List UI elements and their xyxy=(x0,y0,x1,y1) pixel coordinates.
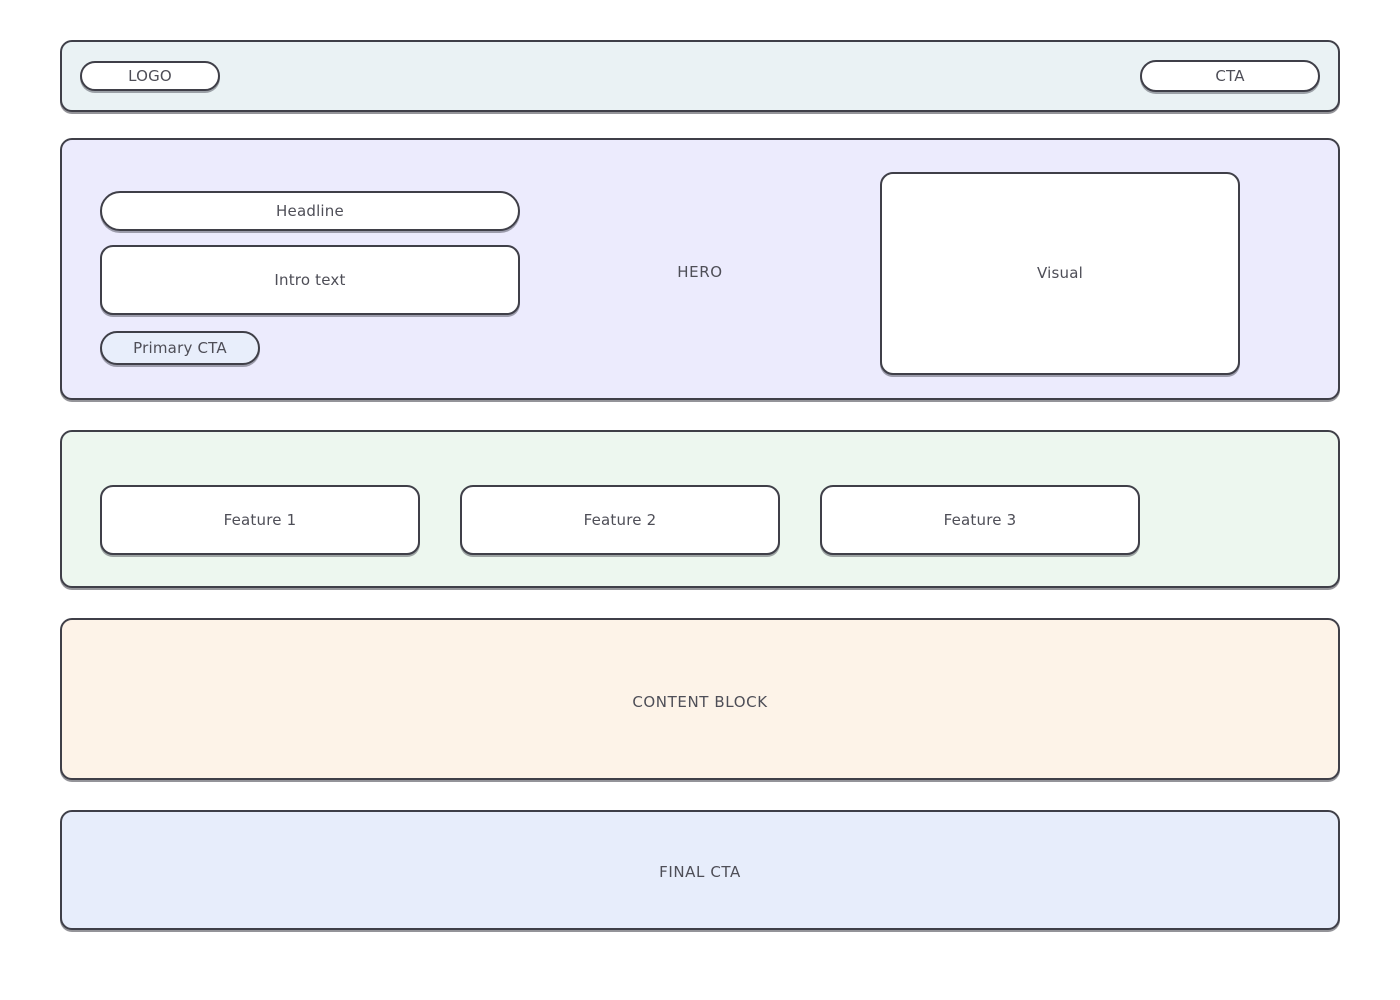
logo-label: LOGO xyxy=(128,66,172,85)
final-cta-section xyxy=(60,810,1340,930)
feature-card-3[interactable]: Feature 3 xyxy=(820,485,1140,555)
header-section xyxy=(60,40,1340,112)
hero-visual-placeholder: Visual xyxy=(880,172,1240,375)
hero-headline-label: Headline xyxy=(276,201,344,220)
final-cta-label: FINAL CTA xyxy=(659,863,741,881)
feature-card-2[interactable]: Feature 2 xyxy=(460,485,780,555)
feature-card-1-label: Feature 1 xyxy=(223,510,297,529)
content-block-section xyxy=(60,618,1340,780)
hero-intro-label: Intro text xyxy=(274,270,346,289)
header-cta-label: CTA xyxy=(1215,66,1245,85)
logo-placeholder[interactable]: LOGO xyxy=(80,61,220,91)
feature-card-3-label: Feature 3 xyxy=(943,510,1017,529)
hero-primary-cta-label: Primary CTA xyxy=(133,338,227,357)
hero-headline-placeholder: Headline xyxy=(100,191,520,231)
hero-intro-placeholder: Intro text xyxy=(100,245,520,315)
feature-card-1[interactable]: Feature 1 xyxy=(100,485,420,555)
hero-section-label: HERO xyxy=(677,263,723,281)
feature-card-2-label: Feature 2 xyxy=(583,510,657,529)
header-cta-button[interactable]: CTA xyxy=(1140,60,1320,92)
content-block-label: CONTENT BLOCK xyxy=(632,693,768,711)
hero-visual-label: Visual xyxy=(1037,264,1083,282)
hero-primary-cta-button[interactable]: Primary CTA xyxy=(100,331,260,365)
